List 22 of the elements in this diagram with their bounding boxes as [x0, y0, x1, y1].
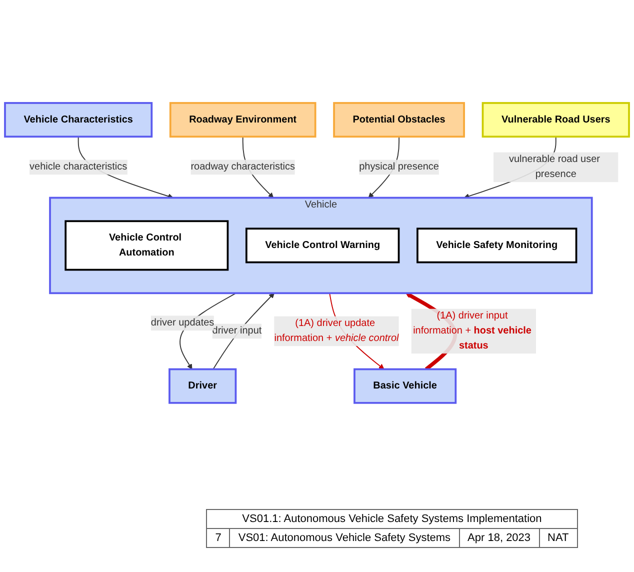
- edge-label: physical presence: [359, 161, 439, 172]
- node-box: Potential Obstacles: [333, 102, 465, 138]
- node-box: Vehicle Characteristics: [4, 102, 153, 138]
- edge-label: (1A) driver input information + host vehicle status: [413, 310, 532, 351]
- edge-label: vulnerable road user presence: [509, 154, 600, 180]
- edge-label: roadway characteristics: [190, 161, 295, 172]
- node-box: Basic Vehicle: [354, 368, 457, 404]
- edge-label: vehicle characteristics: [30, 161, 128, 172]
- node-box: Vehicle Safety Monitoring: [416, 227, 578, 263]
- table-cell-text: VS01: Autonomous Vehicle Safety Systems: [230, 528, 460, 548]
- table-cell-text: VS01.1: Autonomous Vehicle Safety Systems Implementation: [206, 510, 578, 528]
- table-cell-text: 7: [206, 528, 230, 548]
- node-box: Vehicle Control Automation: [64, 220, 229, 270]
- table-cell-text: Apr 18, 2023: [459, 528, 540, 548]
- node-box: Driver: [168, 368, 237, 404]
- node-box: Roadway Environment: [169, 102, 316, 138]
- edge-label: driver updates: [150, 317, 214, 328]
- edge-label: (1A) driver update information + vehicle control: [274, 318, 399, 344]
- table-cell-text: NAT: [539, 528, 578, 548]
- node-box: Vulnerable Road Users: [482, 102, 630, 138]
- edge-label: driver input: [212, 325, 262, 336]
- node-box: Vehicle Control Warning: [246, 227, 400, 263]
